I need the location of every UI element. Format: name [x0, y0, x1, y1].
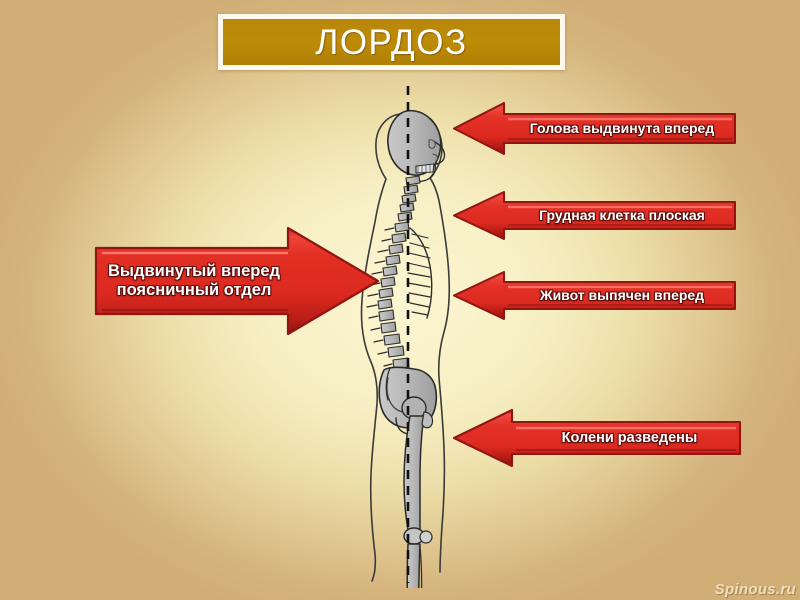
annotation-arrow-knees: Колени разведены [452, 408, 743, 470]
annotation-label-chest: Грудная клетка плоская [539, 207, 705, 224]
skeleton-figure [330, 78, 490, 600]
annotation-label-lumbar: Выдвинутый вперед поясничный отдел [107, 261, 281, 299]
annotation-label-knees: Колени разведены [561, 430, 698, 447]
annotation-arrow-abdomen: Живот выпячен вперед [452, 270, 738, 321]
annotation-label-head: Голова выдвинута вперед [529, 120, 715, 137]
annotation-arrow-chest: Грудная клетка плоская [452, 190, 738, 241]
annotation-arrow-head: Голова выдвинута вперед [452, 100, 738, 157]
page-title: ЛОРДОЗ [315, 22, 468, 62]
annotation-label-abdomen: Живот выпячен вперед [539, 287, 705, 304]
annotation-arrow-lumbar: Выдвинутый вперед поясничный отдел [92, 222, 382, 340]
title-inner-panel: ЛОРДОЗ [223, 19, 560, 65]
title-box: ЛОРДОЗ [218, 14, 565, 70]
watermark: Spinous.ru [714, 581, 796, 598]
